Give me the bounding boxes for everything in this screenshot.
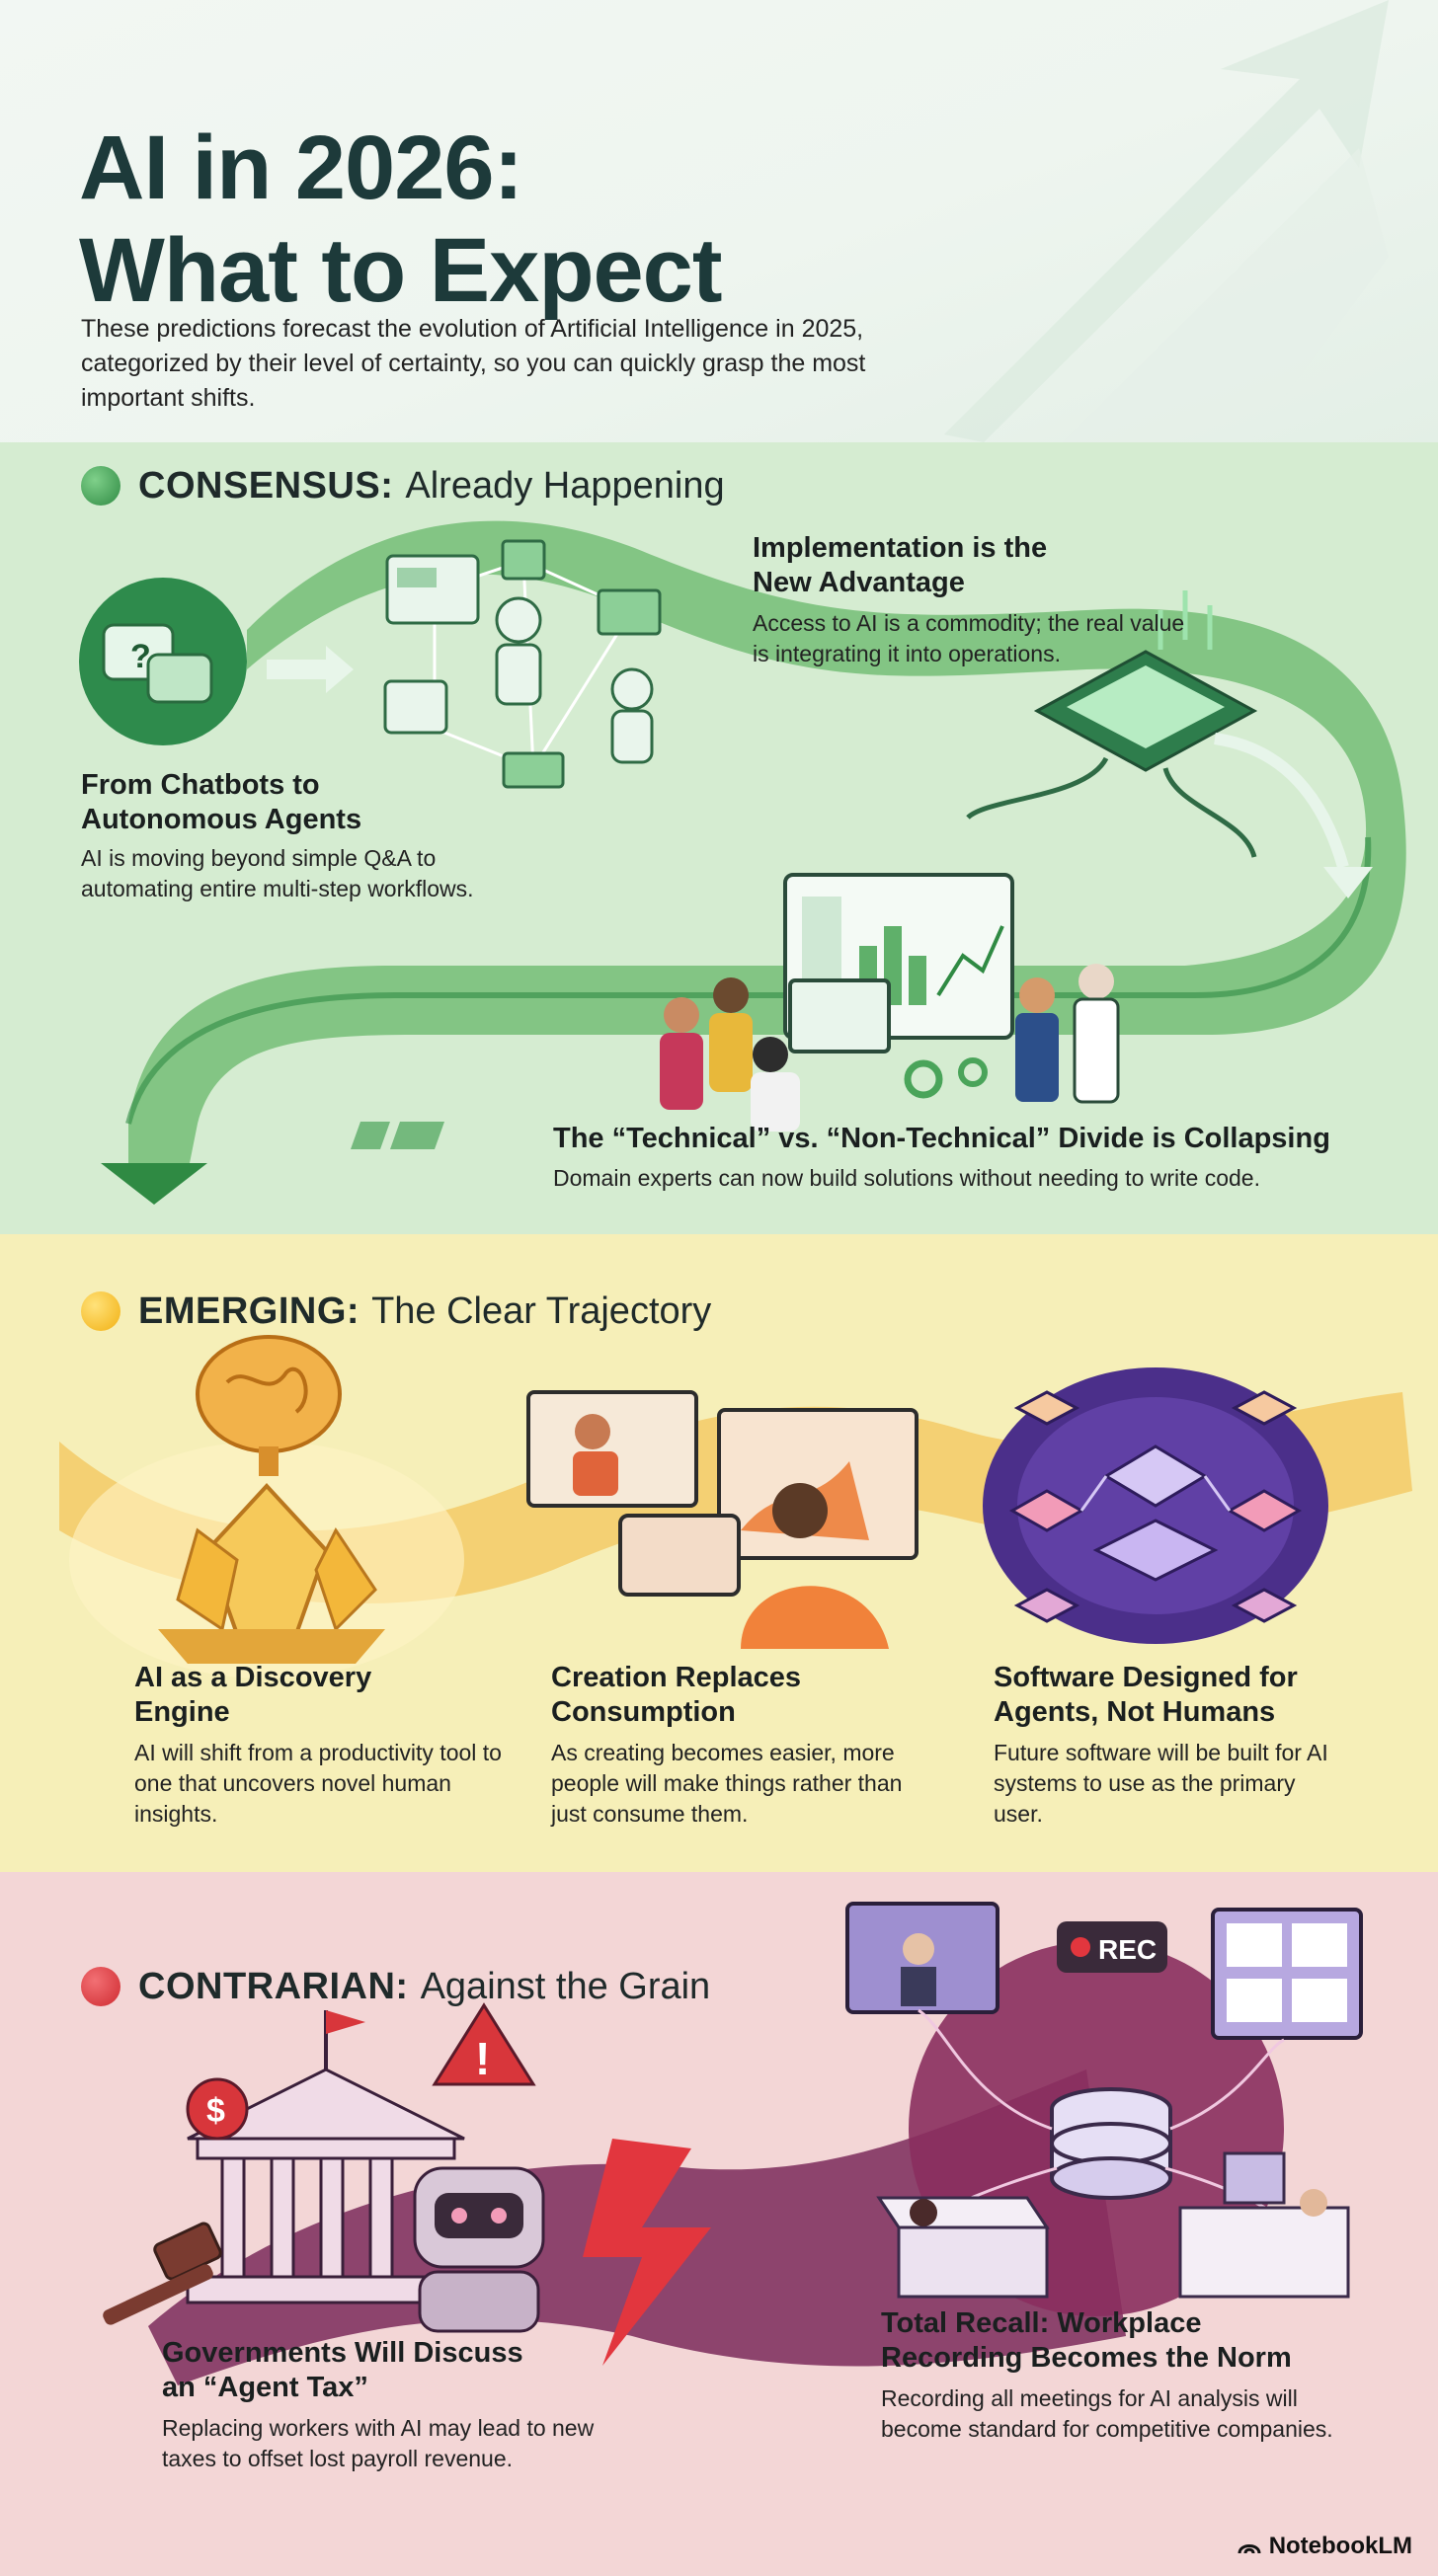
card-title-technical-divide: The “Technical” vs. “Non-Technical” Divi…	[553, 1123, 1330, 1154]
agents-network-icon	[383, 539, 662, 789]
card-body-agent-software: Future software will be built for AI sys…	[994, 1740, 1328, 1827]
card-body-autonomous-agents: AI is moving beyond simple Q&A to automa…	[81, 845, 474, 901]
office-desks-icon	[876, 2151, 1350, 2299]
path-end-arrow	[101, 1163, 207, 1205]
card-title-autonomous-agents: From Chatbots to Autonomous Agents	[81, 769, 362, 835]
section-contrarian: $ !	[0, 1872, 1438, 2576]
emerging-illustration	[59, 1335, 1412, 1678]
consensus-illustration: ?	[79, 520, 1406, 1205]
contrarian-dot-icon	[81, 1967, 120, 2006]
svg-text:$: $	[206, 2092, 225, 2130]
creator-icon	[526, 1390, 919, 1649]
government-building-icon	[186, 2010, 466, 2304]
page-subtitle: These predictions forecast the evolution…	[81, 315, 866, 412]
section-consensus: ?	[0, 442, 1438, 1234]
card-title-discovery-engine: AI as a Discovery Engine	[134, 1662, 372, 1728]
card-title-total-recall: Total Recall: Workplace Recording Become…	[881, 2307, 1292, 2374]
card-body-discovery-engine: AI will shift from a productivity tool t…	[134, 1740, 502, 1827]
card-body-agent-tax: Replacing workers with AI may lead to ne…	[162, 2415, 595, 2471]
dollar-coin-icon: $	[186, 2077, 249, 2141]
contrarian-tagline: Against the Grain	[420, 1966, 711, 2007]
brand-name: NotebookLM	[1268, 2533, 1412, 2559]
card-body-creation: As creating becomes easier, more people …	[551, 1740, 903, 1827]
rec-label: REC	[1098, 1934, 1157, 1965]
emerging-heading: EMERGING: The Clear Trajectory	[81, 1289, 711, 1333]
contrarian-heading: CONTRARIAN: Against the Grain	[81, 1965, 710, 2008]
notebooklm-logo-icon	[1238, 2544, 1261, 2554]
background-arrow-icon	[944, 0, 1389, 442]
card-title-creation: Creation Replaces Consumption	[551, 1662, 802, 1728]
question-mark-icon: ?	[130, 638, 151, 675]
consensus-tagline: Already Happening	[405, 465, 725, 507]
rec-badge: REC	[1057, 1921, 1167, 1973]
gavel-icon	[103, 2222, 222, 2325]
header: AI in 2026: What to Expect These predict…	[0, 0, 1438, 442]
page-title-line1: AI in 2026:	[79, 117, 523, 218]
emerging-tagline: The Clear Trajectory	[371, 1290, 712, 1332]
svg-text:!: !	[475, 2033, 490, 2084]
emerging-dot-icon	[81, 1291, 120, 1331]
emerging-label: EMERGING:	[138, 1290, 360, 1332]
page-title-line2: What to Expect	[79, 220, 722, 321]
consensus-heading: CONSENSUS: Already Happening	[81, 464, 725, 507]
meeting-screens-icon	[845, 1902, 1363, 2040]
page-title: AI in 2026: What to Expect	[79, 117, 722, 322]
card-title-agent-software: Software Designed for Agents, Not Humans	[994, 1662, 1298, 1728]
consensus-label: CONSENSUS:	[138, 465, 394, 507]
crystal-icon	[158, 1483, 385, 1664]
notebooklm-brand: NotebookLM	[1238, 2533, 1412, 2560]
consensus-dot-icon	[81, 466, 120, 506]
robot-icon	[413, 2166, 545, 2333]
contrarian-label: CONTRARIAN:	[138, 1966, 409, 2007]
warning-icon: !	[432, 2002, 536, 2086]
card-title-agent-tax: Governments Will Discuss an “Agent Tax”	[162, 2337, 523, 2403]
brain-icon	[196, 1335, 342, 1476]
card-body-technical-divide: Domain experts can now build solutions w…	[553, 1165, 1260, 1191]
section-emerging: EMERGING: The Clear Trajectory AI as a D…	[0, 1234, 1438, 1872]
agent-software-icon	[983, 1367, 1328, 1644]
team-dashboard-icon	[660, 873, 1120, 1132]
contrarian-illustration: $ !	[103, 1902, 1363, 2385]
card-body-implementation: Access to AI is a commodity; the real va…	[753, 610, 1185, 666]
card-title-implementation: Implementation is the New Advantage	[753, 532, 1048, 598]
chip-icon	[966, 590, 1373, 898]
card-body-total-recall: Recording all meetings for AI analysis w…	[881, 2385, 1333, 2442]
lightning-bolt-icon	[583, 2139, 711, 2366]
